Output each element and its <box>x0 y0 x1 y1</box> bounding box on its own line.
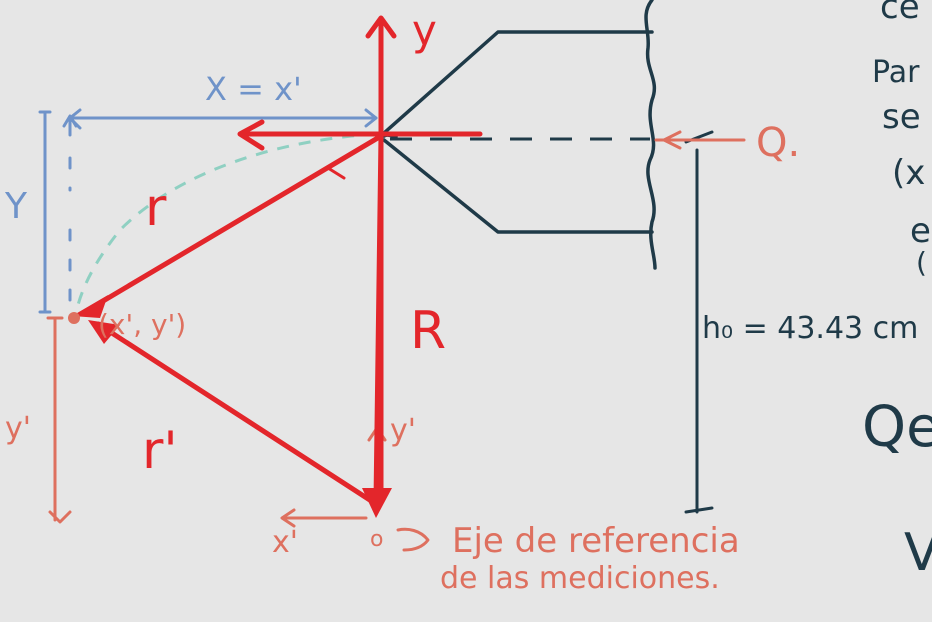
y-axis-label: y <box>412 6 437 55</box>
edge-text-7: Qe <box>862 395 932 460</box>
point-marker <box>68 312 80 324</box>
horizontal-axis-head <box>237 119 265 151</box>
reference-line-2: de las mediciones. <box>440 561 720 596</box>
vector-r <box>85 133 384 313</box>
r-prime-label: r' <box>142 421 178 481</box>
sensor-housing <box>382 0 657 270</box>
vector-r-prime <box>95 321 379 507</box>
h0-label: h₀ = 43.43 cm <box>702 311 918 346</box>
teal-arc <box>76 132 377 306</box>
r-label: r <box>145 178 167 238</box>
reference-line-1: Eje de referencia <box>452 521 740 561</box>
origin-label: o <box>370 527 383 552</box>
edge-text-4: (x <box>892 153 925 193</box>
small-tick <box>326 166 346 180</box>
edge-text-1: ce <box>880 0 920 27</box>
edge-text-8: V <box>904 523 932 583</box>
point-label: (x', y') <box>98 308 186 341</box>
Y-label: Y <box>4 186 28 227</box>
y-axis-head <box>365 15 397 39</box>
red-heads <box>72 295 392 518</box>
head-R <box>362 488 392 518</box>
labels: y X = x' Y r r' R (x', y') y' y' x' o Q.… <box>4 0 932 596</box>
x-equals-label: X = x' <box>205 70 302 108</box>
edge-text-2: Par <box>872 55 920 90</box>
head-r-prime <box>88 320 120 344</box>
blue-dimensions <box>38 108 378 314</box>
edge-text-3: se <box>882 97 921 137</box>
red-vectors <box>85 15 483 507</box>
edge-text-6: ( <box>916 246 927 279</box>
y-prime-axis-label: y' <box>390 413 416 448</box>
edge-text-5: e <box>910 211 931 251</box>
vector-R <box>373 133 384 503</box>
x-prime-axis-label: x' <box>272 525 298 560</box>
R-label: R <box>410 301 446 361</box>
Q-label: Q. <box>756 120 800 166</box>
head-r <box>72 295 108 318</box>
y-prime-left-label: y' <box>5 411 31 446</box>
